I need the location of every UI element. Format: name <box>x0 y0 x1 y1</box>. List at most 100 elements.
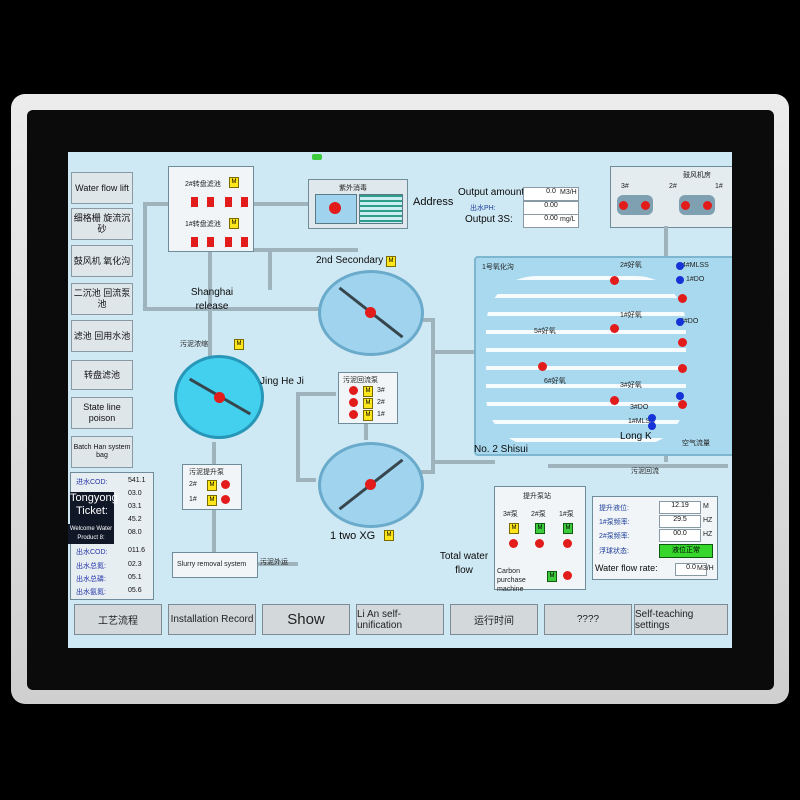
nav-process-flow[interactable]: 工艺流程 <box>74 604 162 635</box>
sensor-indicator <box>648 422 656 430</box>
sludge-lift-panel: 污泥提升泵 2# M 1# M <box>182 464 242 510</box>
nav-unknown[interactable]: ???? <box>544 604 632 635</box>
status-led <box>312 154 322 160</box>
clarifier-2-label: 2nd Secondary <box>316 255 384 266</box>
unit-text: mg/L <box>560 216 576 223</box>
nav-self-teaching-settings[interactable]: Self-teaching settings <box>634 604 728 635</box>
pump-indicator: M <box>563 523 573 534</box>
address-label: Address <box>413 196 454 208</box>
status-label: 浮球状态: <box>599 548 629 555</box>
sensor-indicator <box>676 392 684 400</box>
value-text: 0.00 <box>544 215 558 222</box>
blower-status <box>619 201 628 210</box>
pump-status <box>509 539 518 548</box>
aerator-status <box>678 400 687 409</box>
data-value: 03.1 <box>128 503 142 510</box>
aerator-status <box>610 276 619 285</box>
sidebar-item-clarifier[interactable]: 二沉池 回流泵池 <box>71 283 133 315</box>
pump-indicator: M <box>207 495 217 506</box>
filter-indicator: M <box>229 177 239 188</box>
sensor-indicator <box>676 262 684 270</box>
carbon-status <box>563 571 572 580</box>
sidebar-item-disc-filter[interactable]: 转盘滤池 <box>71 360 133 390</box>
sidebar-item-label: 滤池 回用水池 <box>73 330 131 341</box>
value-text: 0.0 <box>546 188 556 195</box>
nav-label: Li An self-unification <box>357 608 403 631</box>
sludge-outward-label: 污泥外运 <box>260 559 288 566</box>
flow-rate-label: Water flow rate: <box>595 563 658 573</box>
data-label: 进水COD: <box>76 479 108 486</box>
sidebar-item-label: State line poison <box>83 402 121 423</box>
sidebar-item-batch[interactable]: Batch Han system bag <box>71 436 133 468</box>
pipe <box>548 464 728 468</box>
clarifier-1-indicator: M <box>384 530 394 541</box>
value-text: 00.0 <box>673 530 687 537</box>
data-value: 05.1 <box>128 574 142 581</box>
data-label: 出水总磷: <box>76 576 106 583</box>
clarifier-status <box>365 479 376 490</box>
data-value: 08.0 <box>128 529 142 536</box>
uv-status-indicator <box>329 202 341 214</box>
status-value: 00.0 <box>659 529 701 542</box>
nav-li-an[interactable]: Li An self-unification <box>356 604 444 635</box>
pump-indicator: M <box>363 398 373 409</box>
slurry-removal-system: Slurry removal system <box>172 552 258 578</box>
overlay-subtitle: Welcome Water Product 8: <box>68 524 114 544</box>
sludge-return-label: 污泥回流 <box>631 468 659 475</box>
aerator-status <box>610 396 619 405</box>
pipe <box>435 460 495 464</box>
data-value: 02.3 <box>128 561 142 568</box>
aerator-status <box>678 294 687 303</box>
carbon-machine-label: Carbon purchase machine <box>497 568 526 593</box>
data-value: 45.2 <box>128 516 142 523</box>
sidebar-item-label: 转盘滤池 <box>83 369 120 380</box>
nav-run-time[interactable]: 运行时间 <box>450 604 538 635</box>
no2-shisui-label: No. 2 Shisui <box>474 444 528 455</box>
sidebar-item-state-line[interactable]: State line poison <box>71 397 133 429</box>
blower-unit <box>679 195 715 215</box>
nav-show[interactable]: Show <box>262 604 350 635</box>
unit-text: HZ <box>703 517 713 524</box>
aerator-status <box>678 338 687 347</box>
pump-label: 1# <box>189 496 197 503</box>
blower-label: 1# <box>715 183 723 190</box>
sidebar-item-blower[interactable]: 鼓风机 氧化沟 <box>71 245 133 277</box>
nav-label: 运行时间 <box>474 616 514 627</box>
data-label: 出水COD: <box>76 549 108 556</box>
overlay-title: Tongyong Ticket: <box>70 492 118 526</box>
valve-indicator <box>191 237 198 247</box>
sidebar-item-filter[interactable]: 滤池 回用水池 <box>71 320 133 352</box>
unit-text: M <box>703 503 709 510</box>
pipe <box>252 202 308 206</box>
ditch-label: 1#MLSS <box>628 418 655 425</box>
blower-label: 2# <box>669 183 677 190</box>
slurry-removal-label: Slurry removal system <box>177 561 247 568</box>
blower-unit <box>617 195 653 215</box>
aerator-status <box>538 362 547 371</box>
sensor-indicator <box>676 276 684 284</box>
pipe <box>143 202 169 206</box>
concentrator-indicator: M <box>234 339 244 350</box>
ditch-label: 2#DO <box>680 318 699 325</box>
nav-installation-record[interactable]: Installation Record <box>168 604 256 635</box>
sidebar-item-water-flow-lift[interactable]: Water flow lift <box>71 172 133 204</box>
return-pump-panel: 污泥回流泵 M 3# M 2# M 1# <box>338 372 398 424</box>
nav-label: Self-teaching settings <box>635 608 694 631</box>
valve-indicator <box>241 237 248 247</box>
pipe <box>143 307 323 311</box>
ditch-label: 5#好氧 <box>534 328 556 335</box>
clarifier-2-indicator: M <box>386 256 396 267</box>
pump-status <box>221 495 230 504</box>
pump-indicator: M <box>363 386 373 397</box>
jing-he-ji-label: Jing He Ji <box>260 376 304 387</box>
pump-label: 2# <box>377 399 385 406</box>
sidebar-item-grit[interactable]: 细格栅 旋流沉砂 <box>71 208 133 240</box>
lift-station-title: 提升泵站 <box>523 493 551 500</box>
air-flow-label: 空气流量 <box>682 440 710 447</box>
data-label: 出水总氮: <box>76 563 106 570</box>
ditch-label: 2#好氧 <box>620 262 642 269</box>
output-ss-label: Output 3S: <box>465 214 513 225</box>
sludge-concentrator <box>174 355 264 439</box>
total-water-flow-label: Total water flow <box>439 551 489 576</box>
data-value: 05.6 <box>128 587 142 594</box>
